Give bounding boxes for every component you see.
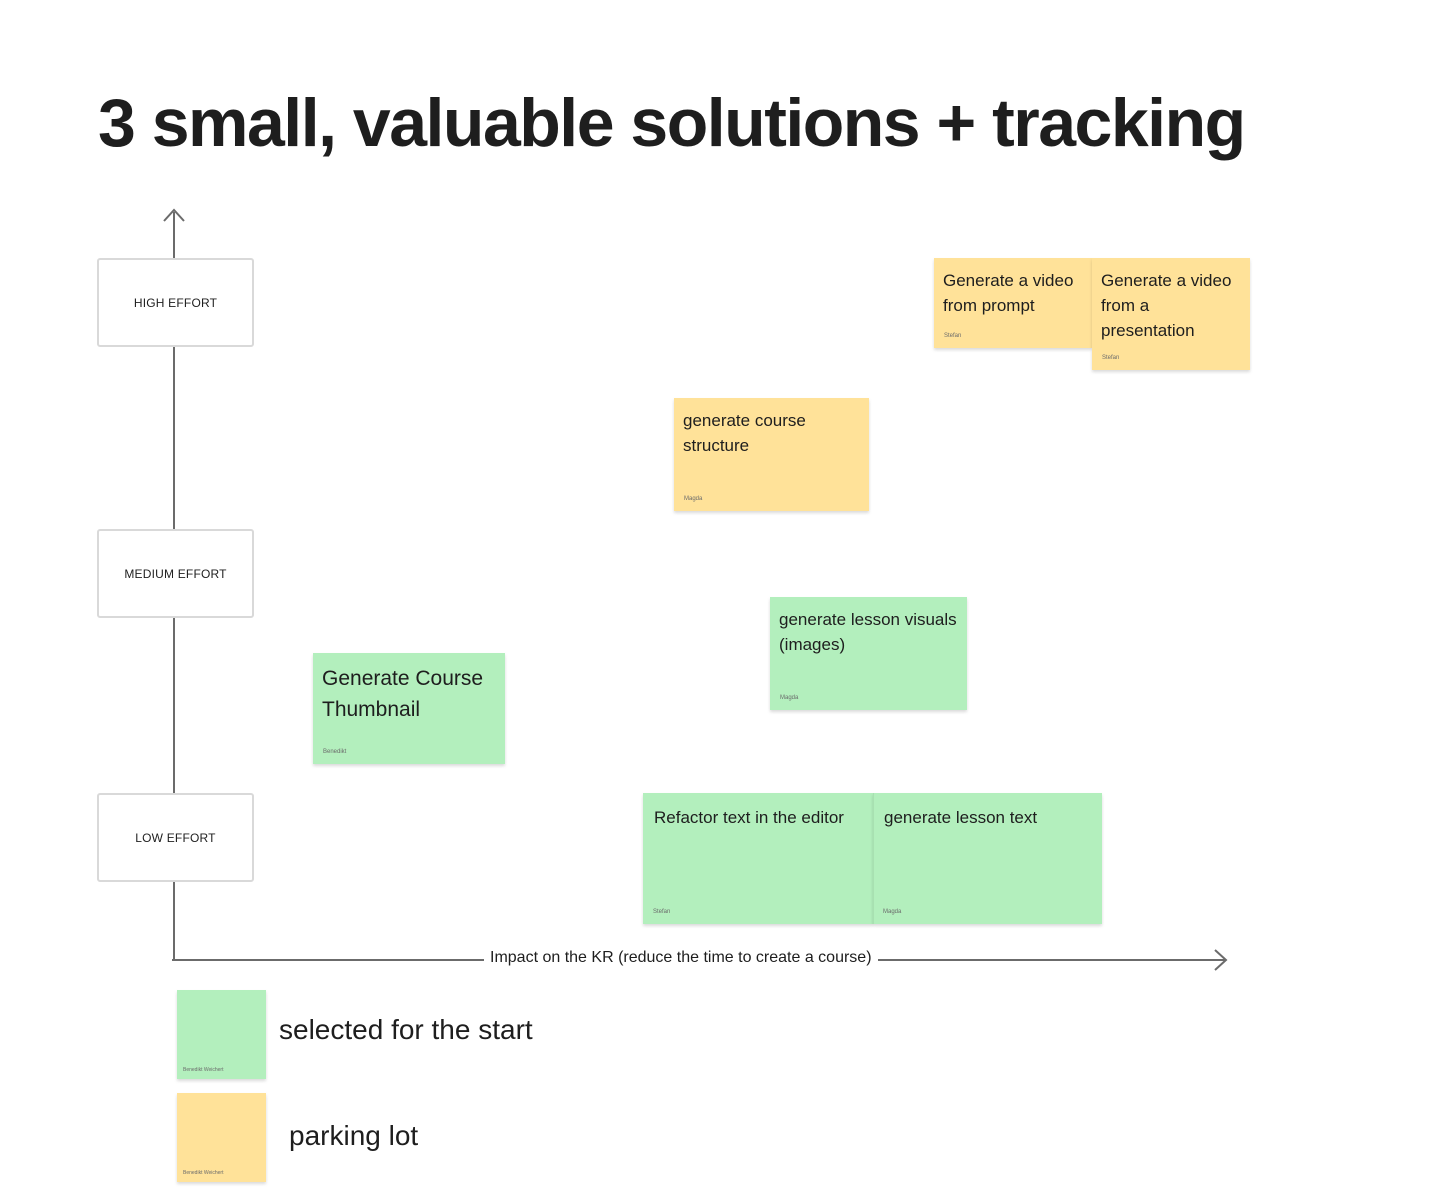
sticky-author: Benedikt xyxy=(323,749,347,755)
legend-label-selected: selected for the start xyxy=(279,1014,533,1045)
sticky-note-refactor-text[interactable]: Refactor text in the editor Stefan xyxy=(643,793,873,924)
sticky-author: Magda xyxy=(883,909,902,915)
page-title: 3 small, valuable solutions + tracking xyxy=(98,85,1246,161)
sticky-author: Stefan xyxy=(944,333,962,339)
effort-low-label: LOW EFFORT xyxy=(135,830,216,845)
sticky-text: Refactor text in the editor xyxy=(654,808,844,827)
sticky-note-lesson-text[interactable]: generate lesson text Magda xyxy=(873,793,1102,924)
sticky-note-lesson-visuals[interactable]: generate lesson visuals (images) Magda xyxy=(770,597,967,710)
legend-swatch-selected[interactable]: Benedikt Weichert xyxy=(177,990,266,1079)
sticky-note-course-thumbnail[interactable]: Generate Course Thumbnail Benedikt xyxy=(313,653,505,764)
sticky-note-video-from-prompt[interactable]: Generate a video from prompt Stefan xyxy=(934,258,1092,348)
x-axis-label: Impact on the KR (reduce the time to cre… xyxy=(484,949,878,967)
legend-label-parking: parking lot xyxy=(289,1120,419,1151)
sticky-note-video-from-presentation[interactable]: Generate a video from a presentation Ste… xyxy=(1092,258,1250,370)
sticky-author: Stefan xyxy=(653,909,671,915)
legend-swatch-author: Benedikt Weichert xyxy=(183,1067,224,1073)
legend-swatch-author: Benedikt Weichert xyxy=(183,1170,224,1176)
effort-high-box[interactable]: HIGH EFFORT xyxy=(97,258,254,347)
sticky-text: Generate a video from a presentation xyxy=(1101,271,1232,340)
sticky-author: Magda xyxy=(684,496,703,502)
sticky-text: generate course structure xyxy=(683,411,806,455)
effort-high-label: HIGH EFFORT xyxy=(133,295,218,310)
y-axis-arrow-icon xyxy=(163,208,185,222)
legend-swatch-parking[interactable]: Benedikt Weichert xyxy=(177,1093,266,1182)
x-axis-arrow-icon xyxy=(1214,949,1228,971)
sticky-note-course-structure[interactable]: generate course structure Magda xyxy=(674,398,869,511)
sticky-author: Magda xyxy=(780,695,799,701)
effort-low-box[interactable]: LOW EFFORT xyxy=(97,793,254,882)
effort-medium-box[interactable]: MEDIUM EFFORT xyxy=(97,529,254,618)
sticky-text: Generate Course Thumbnail xyxy=(322,667,484,721)
sticky-text: generate lesson visuals (images) xyxy=(779,610,957,654)
sticky-text: generate lesson text xyxy=(884,808,1038,827)
sticky-author: Stefan xyxy=(1102,355,1120,361)
effort-medium-label: MEDIUM EFFORT xyxy=(124,566,227,581)
sticky-text: Generate a video from prompt xyxy=(943,271,1074,315)
